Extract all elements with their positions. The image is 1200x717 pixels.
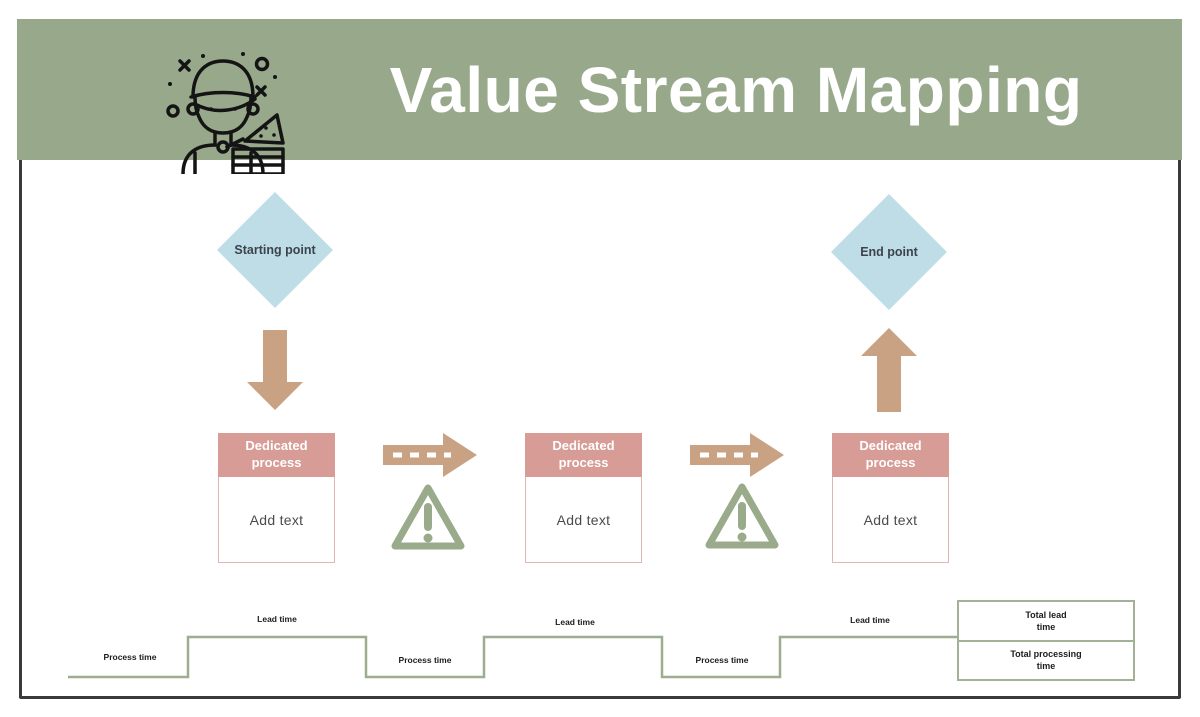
process-time-label: Process time <box>103 652 157 662</box>
up-arrow-icon <box>861 328 917 412</box>
process-box-1-header: Dedicated process <box>218 433 335 477</box>
dashed-right-arrow-icon <box>690 433 784 477</box>
process-time-label: Process time <box>695 655 749 665</box>
total-processing-time-cell: Total processing time <box>959 639 1133 680</box>
down-arrow-icon <box>247 330 303 410</box>
process-box-1: Dedicated process Add text <box>218 433 335 563</box>
header-band <box>17 19 1182 174</box>
totals-box: Total lead time Total processing time <box>957 600 1135 681</box>
lead-time-label: Lead time <box>555 617 595 627</box>
starting-point-label: Starting point <box>234 243 316 257</box>
lead-time-label: Lead time <box>257 614 297 624</box>
pizza-seller-icon <box>166 52 285 174</box>
process-box-2-add-text[interactable]: Add text <box>525 477 642 563</box>
process-box-3: Dedicated process Add text <box>832 433 949 563</box>
warning-triangle-icon <box>705 483 779 549</box>
total-lead-time-cell: Total lead time <box>1025 609 1067 632</box>
page-title: Value Stream Mapping <box>389 53 1083 126</box>
process-box-1-add-text[interactable]: Add text <box>218 477 335 563</box>
dashed-right-arrow-icon <box>383 433 477 477</box>
warning-triangle-icon <box>391 484 465 550</box>
process-box-2-header: Dedicated process <box>525 433 642 477</box>
end-point-label: End point <box>860 245 918 259</box>
process-box-3-add-text[interactable]: Add text <box>832 477 949 563</box>
process-time-label: Process time <box>398 655 452 665</box>
process-box-2: Dedicated process Add text <box>525 433 642 563</box>
lead-time-label: Lead time <box>850 615 890 625</box>
process-box-3-header: Dedicated process <box>832 433 949 477</box>
